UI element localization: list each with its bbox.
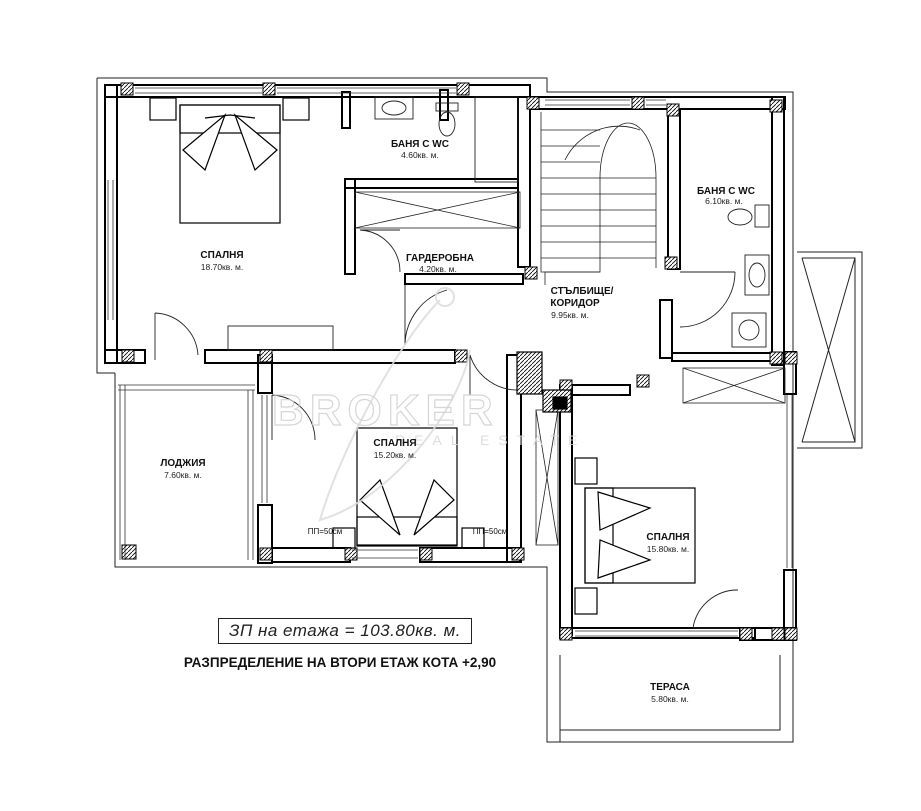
room-name-wardrobe: ГАРДЕРОБНА xyxy=(406,253,474,264)
bath-fixtures xyxy=(227,96,770,351)
room-area-bedroom-3: 15.80кв. м. xyxy=(647,544,689,554)
room-name-stairs-line1: СТЪЛБИЩЕ/ xyxy=(551,286,614,297)
room-name-bedroom-3: СПАЛНЯ xyxy=(646,532,689,543)
windows xyxy=(107,87,793,637)
room-name-bedroom-2: СПАЛНЯ xyxy=(373,438,416,449)
roof-canopy xyxy=(797,251,863,449)
walls xyxy=(104,84,797,641)
watermark: BROKER REAL ESTATE xyxy=(271,287,586,522)
room-area-bedroom-1: 18.70кв. м. xyxy=(201,262,243,272)
watermark-brand: BROKER xyxy=(272,386,499,435)
dimension-label-right: ПП=50см xyxy=(473,527,508,536)
room-name-bedroom-1: СПАЛНЯ xyxy=(200,250,243,261)
room-name-loggia: ЛОДЖИЯ xyxy=(160,458,205,469)
room-area-terrace: 5.80кв. м. xyxy=(651,694,689,704)
watermark-sub: REAL ESTATE xyxy=(395,432,586,448)
bed-bedroom-1 xyxy=(149,97,310,224)
columns xyxy=(120,82,798,641)
room-area-loggia: 7.60кв. м. xyxy=(164,470,202,480)
room-labels: СПАЛНЯ 18.70кв. м. БАНЯ С WC 4.60кв. м. … xyxy=(160,139,755,704)
floor-caption: РАЗПРЕДЕЛЕНИЕ НА ВТОРИ ЕТАЖ КОТА +2,90 xyxy=(183,655,497,670)
doors xyxy=(154,229,739,629)
storage-units xyxy=(354,191,786,546)
dimension-label-left: ПП=50см xyxy=(308,527,343,536)
room-area-bath-1: 4.60кв. м. xyxy=(401,150,439,160)
staircase xyxy=(540,112,657,285)
chimney-shaft xyxy=(516,351,572,413)
room-area-bath-2: 6.10кв. м. xyxy=(705,196,743,206)
room-area-wardrobe: 4.20кв. м. xyxy=(419,264,457,274)
room-area-bedroom-2: 15.20кв. м. xyxy=(374,450,416,460)
room-area-stairs: 9.95кв. м. xyxy=(551,310,589,320)
floor-area-note: ЗП на етажа = 103.80кв. м. xyxy=(218,618,472,644)
room-name-bath-1: БАНЯ С WC xyxy=(391,139,449,150)
room-name-bath-2: БАНЯ С WC xyxy=(697,186,755,197)
room-name-terrace: ТЕРАСА xyxy=(650,682,690,693)
room-name-stairs-line2: КОРИДОР xyxy=(550,298,600,309)
outer-contour xyxy=(96,77,794,743)
bed-bedroom-3 xyxy=(574,457,696,615)
